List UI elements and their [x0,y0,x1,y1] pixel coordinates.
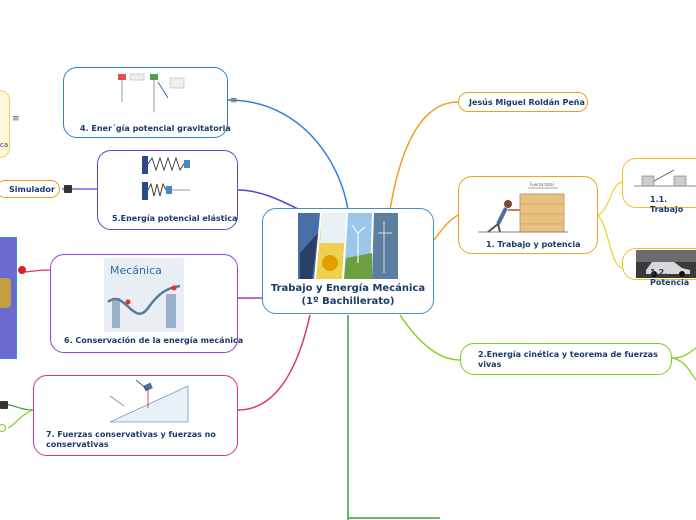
line-to-trabajo [433,214,459,241]
line-to-fuerzas [237,314,311,411]
trabajo-potencia-label: 1. Trabajo y potencia [486,240,581,249]
green-badge-icon[interactable] [0,424,6,432]
elastica-label: 5.Energía potencial elástica [112,214,238,223]
central-topic: Trabajo y Energía Mecánica (1º Bachiller… [262,282,434,308]
line-to-cinetica [399,314,461,361]
conservacion-image-title: Mecánica [110,264,162,277]
fuerzas-incline-image [109,379,189,423]
trabajo-image: Fuerza total [478,182,568,233]
conservacion-image: Mecánica [104,258,184,332]
potencia-car-image [636,250,696,278]
fuerzas-label: 7. Fuerzas conservativas y fuerzas no co… [46,430,216,449]
center-image [298,213,398,279]
cut-off-image-node[interactable] [0,237,17,359]
potencia-sub-label: 1.2. Potencia [650,268,690,287]
gravitatoria-image [118,73,185,112]
author-label: Jesús Miguel Roldán Peña [469,97,585,107]
center-title-line2: (1º Bachillerato) [301,296,395,307]
energia-cinetica-node[interactable] [460,343,672,375]
trabajo-image-caption: Fuerza total [530,182,554,187]
fuerzas-link-icon[interactable] [0,401,8,409]
menu-icon[interactable]: ≡ [230,96,238,106]
cut-off-menu-icon[interactable]: ≡ [12,114,20,124]
power-tower-image [372,213,398,279]
conservacion-label: 6. Conservación de la energía mecánica [64,336,244,345]
energia-cinetica-label: 2.Energía cinética y teorema de fuerzas … [478,350,658,369]
line-to-elastica [237,189,301,211]
line-to-gravitatoria [227,99,349,211]
simulador-label: Simulador [9,184,55,194]
cut-off-image-art [0,278,11,308]
red-badge-icon[interactable] [18,266,26,274]
trabajo-sub-label: 1.1. Trabajo [650,195,684,214]
author-node[interactable]: Jesús Miguel Roldán Peña [458,92,588,112]
simulador-node[interactable]: Simulador [0,180,60,198]
simulador-link-icon[interactable] [64,185,72,193]
center-title-line1: Trabajo y Energía Mecánica [270,283,426,294]
elastica-spring-image [142,156,190,200]
gravitatoria-label: 4. Ener´gía potencial gravitatoria [80,124,231,133]
trabajo-sub-image [634,169,696,187]
line-to-author [389,101,459,211]
cut-off-node-text: ca [0,141,9,149]
gravitatoria-node[interactable] [63,67,228,138]
